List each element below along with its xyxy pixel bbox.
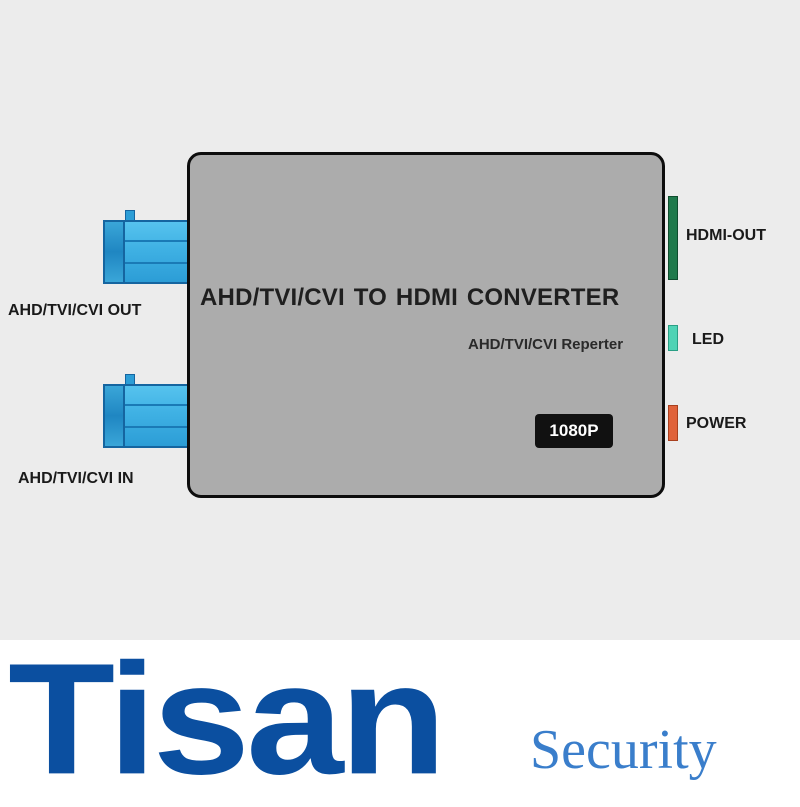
power-label: POWER <box>686 415 747 432</box>
led-indicator-icon <box>668 325 678 351</box>
brand-logo: Tisan <box>8 630 447 807</box>
resolution-badge: 1080P <box>535 414 613 448</box>
converter-title: AHD/TVI/CVI TO HDMI CONVERTER <box>200 284 620 311</box>
power-port-icon <box>668 405 678 441</box>
bnc-in-label: AHD/TVI/CVI IN <box>18 470 134 487</box>
bnc-out-connector-icon <box>103 210 187 284</box>
bnc-in-connector-icon <box>103 374 187 448</box>
brand-area <box>0 640 800 800</box>
bnc-out-label: AHD/TVI/CVI OUT <box>8 302 142 319</box>
hdmi-port-icon <box>668 196 678 280</box>
brand-tagline: Security <box>530 719 717 781</box>
converter-subtitle: AHD/TVI/CVI Reperter <box>468 336 624 353</box>
led-label: LED <box>692 331 724 348</box>
hdmi-out-label: HDMI-OUT <box>686 227 766 244</box>
